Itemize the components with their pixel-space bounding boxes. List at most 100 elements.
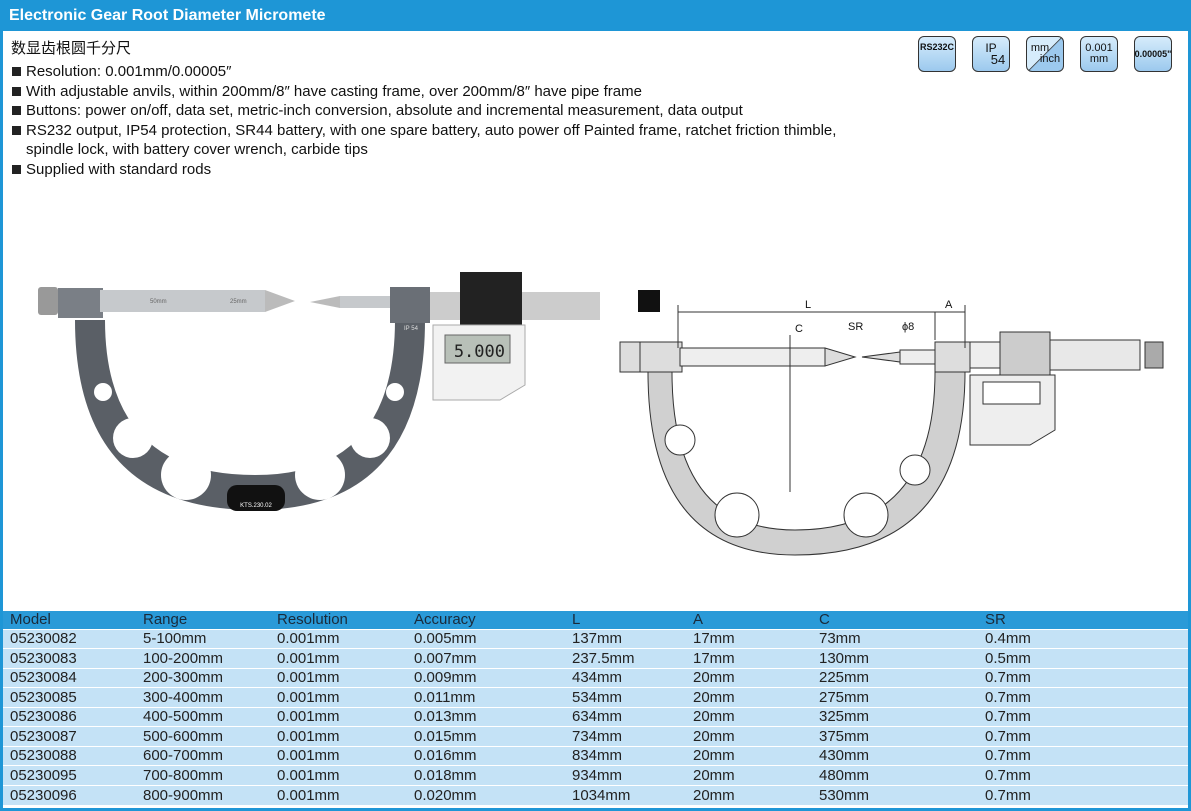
product-images: KTS.230.02 50mm 25mm IP 54 5.000 L A C S… (38, 272, 1164, 556)
dimension-diagram: L A C SR ϕ8 (619, 299, 1164, 556)
table-cell: 0.7mm (978, 687, 1188, 707)
table-cell: 200-300mm (136, 667, 270, 688)
table-cell: 5-100mm (136, 628, 270, 649)
table-cell: 137mm (565, 628, 686, 649)
table-cell: 530mm (812, 784, 978, 805)
table-cell: 800-900mm (136, 784, 270, 805)
table-cell: 0.016mm (407, 745, 565, 766)
table-cell: 1034mm (565, 784, 686, 805)
table-cell: 20mm (686, 726, 812, 746)
table-cell: 0.013mm (407, 706, 565, 727)
table-cell: 73mm (812, 628, 978, 649)
table-cell: 480mm (812, 765, 978, 785)
table-cell: 100-200mm (136, 648, 270, 668)
table-cell: 20mm (686, 687, 812, 707)
table-cell: 375mm (812, 726, 978, 746)
dim-phi: ϕ8 (902, 321, 914, 333)
table-cell: 05230087 (3, 726, 136, 746)
feature-item: Resolution: 0.001mm/0.00005″ (11, 62, 836, 82)
rod-label: 25mm (230, 299, 247, 305)
table-cell: 0.011mm (407, 687, 565, 707)
table-cell: 225mm (812, 667, 978, 688)
table-cell: 0.001mm (270, 745, 407, 766)
rod-label: 50mm (150, 299, 167, 305)
table-cell: 0.001mm (270, 687, 407, 707)
table-cell: 430mm (812, 745, 978, 766)
table-cell: 0.001mm (270, 765, 407, 785)
table-cell: 05230084 (3, 667, 136, 688)
table-cell: 0.7mm (978, 726, 1188, 746)
column-header: Range (136, 611, 270, 629)
table-cell: 275mm (812, 687, 978, 707)
column-header: Resolution (270, 611, 407, 629)
table-cell: 400-500mm (136, 706, 270, 727)
table-cell: 05230095 (3, 765, 136, 785)
table-cell: 237.5mm (565, 648, 686, 668)
table-cell: 700-800mm (136, 765, 270, 785)
page-title: Electronic Gear Root Diameter Micromete (0, 0, 1191, 31)
table-cell: 0.020mm (407, 784, 565, 805)
feature-item: With adjustable anvils, within 200mm/8″ … (11, 82, 836, 102)
resolution-inch-icon: 0.00005" (1134, 36, 1172, 72)
table-cell: 300-400mm (136, 687, 270, 707)
lcd-display: 5.000 (454, 342, 505, 362)
table-cell: 130mm (812, 648, 978, 668)
table-cell: 05230096 (3, 784, 136, 805)
feature-item: Supplied with standard rods (11, 160, 836, 180)
column-header: A (686, 611, 812, 629)
column-header: SR (978, 611, 1188, 629)
brand-label: KTS.230.02 (240, 503, 272, 509)
table-cell: 0.001mm (270, 726, 407, 746)
table-cell: 0.009mm (407, 667, 565, 688)
table-cell: 17mm (686, 628, 812, 649)
table-cell: 05230086 (3, 706, 136, 727)
table-cell: 20mm (686, 765, 812, 785)
table-cell: 05230083 (3, 648, 136, 668)
table-cell: 0.7mm (978, 784, 1188, 805)
table-cell: 434mm (565, 667, 686, 688)
table-cell: 0.018mm (407, 765, 565, 785)
table-cell: 0.001mm (270, 784, 407, 805)
feature-item: Buttons: power on/off, data set, metric-… (11, 101, 836, 121)
table-cell: 0.5mm (978, 648, 1188, 668)
table-cell: 05230085 (3, 687, 136, 707)
table-cell: 734mm (565, 726, 686, 746)
dim-SR: SR (848, 321, 863, 333)
dim-L: L (805, 299, 811, 311)
table-cell: 0.005mm (407, 628, 565, 649)
feature-item: spindle lock, with battery cover wrench,… (26, 141, 368, 158)
table-cell: 634mm (565, 706, 686, 727)
table-cell: 0.001mm (270, 706, 407, 727)
chinese-subtitle: 数显齿根圆千分尺 (11, 39, 132, 57)
micrometer-photo: KTS.230.02 50mm 25mm IP 54 5.000 (38, 272, 660, 511)
feature-item: RS232 output, IP54 protection, SR44 batt… (11, 121, 836, 141)
column-header: Model (3, 611, 136, 629)
table-cell: 17mm (686, 648, 812, 668)
table-cell: 0.001mm (270, 648, 407, 668)
table-cell: 0.007mm (407, 648, 565, 668)
ip-label: IP 54 (404, 326, 419, 332)
table-cell: 0.7mm (978, 706, 1188, 727)
table-cell: 0.7mm (978, 667, 1188, 688)
table-cell: 20mm (686, 784, 812, 805)
table-cell: 0.4mm (978, 628, 1188, 649)
column-header: Accuracy (407, 611, 565, 629)
dim-A: A (945, 299, 953, 311)
table-cell: 20mm (686, 706, 812, 727)
rs232-icon: RS232C (918, 36, 956, 72)
table-cell: 20mm (686, 745, 812, 766)
